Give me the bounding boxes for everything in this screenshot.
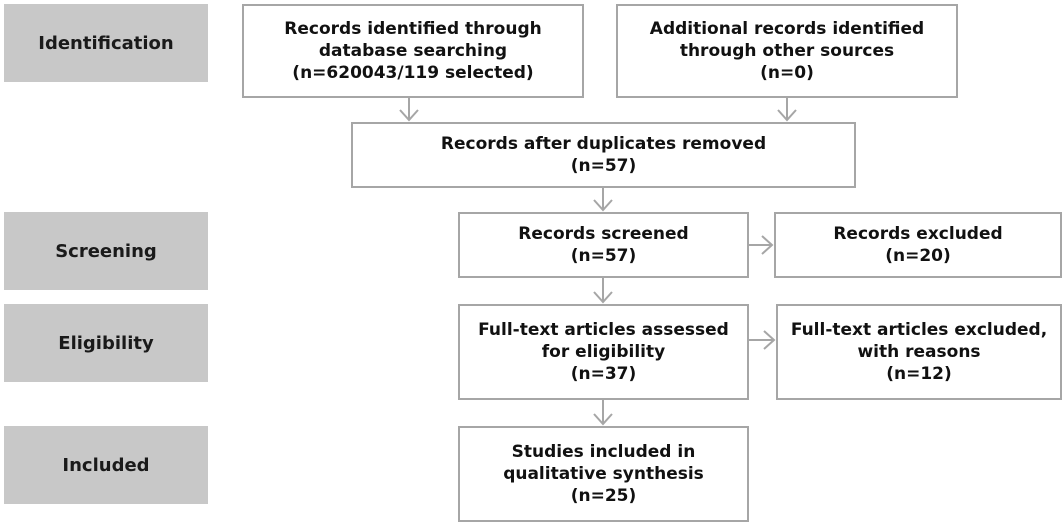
box-database-records: Records identified through database sear… <box>242 4 584 98</box>
arrow-head-icon <box>777 109 797 122</box>
box-line: Records identified through <box>284 19 542 39</box>
box-line: Full-text articles excluded, <box>790 320 1048 340</box>
box-line: database searching <box>318 41 508 61</box>
box-line: for eligibility <box>541 342 666 362</box>
box-fulltext-excluded: Full-text articles excluded, with reason… <box>776 304 1062 400</box>
phase-included: Included <box>4 426 208 504</box>
box-records-screened: Records screened (n=57) <box>458 212 749 278</box>
box-line: Records after duplicates removed <box>440 134 767 154</box>
box-line: (n=57) <box>570 246 637 266</box>
arrow-head-icon <box>593 413 613 426</box>
box-duplicates-removed: Records after duplicates removed (n=57) <box>351 122 856 188</box>
box-line: Full-text articles assessed <box>478 320 729 340</box>
arrow-head-icon <box>761 235 774 255</box>
box-line: (n=0) <box>760 63 814 83</box>
box-line: through other sources <box>679 41 895 61</box>
box-studies-included: Studies included in qualitative synthesi… <box>458 426 749 522</box>
box-line: (n=25) <box>570 486 637 506</box>
box-line: qualitative synthesis <box>503 464 704 484</box>
arrow-head-icon <box>593 199 613 212</box>
box-line: Studies included in <box>511 442 696 462</box>
box-line: (n=20) <box>885 246 951 266</box>
phase-screening: Screening <box>4 212 208 290</box>
box-line: Additional records identified <box>649 19 925 39</box>
box-line: Records excluded <box>833 224 1003 244</box>
phase-eligibility: Eligibility <box>4 304 208 382</box>
box-line: (n=37) <box>570 364 637 384</box>
box-line: Records screened <box>518 224 689 244</box>
arrow-head-icon <box>399 109 419 122</box>
phase-identification: Identification <box>4 4 208 82</box>
box-line: with reasons <box>857 342 981 362</box>
box-line: (n=12) <box>886 364 952 384</box>
box-other-sources: Additional records identified through ot… <box>616 4 958 98</box>
box-line: (n=57) <box>570 156 637 176</box>
box-records-excluded: Records excluded (n=20) <box>774 212 1062 278</box>
arrow-head-icon <box>763 330 776 350</box>
box-fulltext-assessed: Full-text articles assessed for eligibil… <box>458 304 749 400</box>
arrow-head-icon <box>593 291 613 304</box>
box-line: (n=620043/119 selected) <box>292 63 534 83</box>
